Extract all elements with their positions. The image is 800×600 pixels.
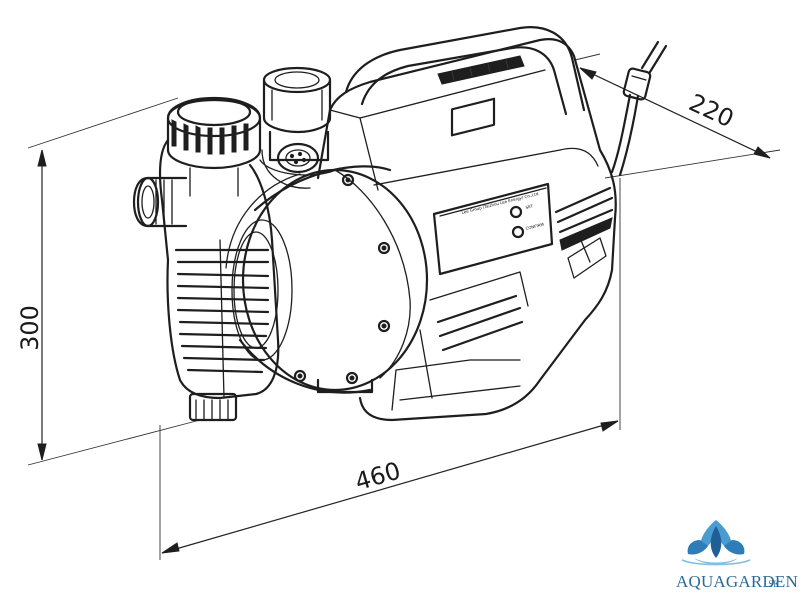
brand-suffix: .SK [766, 579, 780, 589]
confirm-button[interactable] [511, 225, 525, 239]
pump-head [158, 138, 280, 400]
confirm-button-label: CONFIRM [525, 221, 545, 230]
drain-plug [188, 392, 238, 422]
dimension-height-label: 300 [16, 305, 44, 351]
aquagarden-logo: AQUAGARDEN .SK [676, 520, 798, 591]
pressure-gauge [261, 142, 320, 189]
dimension-lines [27, 53, 781, 560]
inlet-port [132, 176, 188, 228]
power-plug [610, 40, 668, 177]
motor-housing [316, 38, 617, 422]
outlet-port [259, 66, 341, 176]
pump-chamber [225, 165, 429, 394]
set-button-label: SET [525, 203, 534, 210]
set-button[interactable] [509, 205, 523, 219]
control-panel: Lee Group (Taizhou Lee Energy) Co.,Ltd. … [432, 97, 554, 276]
brand-name: AQUAGARDEN [676, 572, 798, 591]
dimension-length-label: 460 [352, 457, 404, 497]
lotus-icon [681, 520, 751, 566]
pump-illustration: Lee Group (Taizhou Lee Energy) Co.,Ltd. … [132, 26, 668, 422]
carry-handle [344, 26, 586, 116]
filter-cap [166, 96, 262, 197]
dimension-depth-label: 220 [685, 88, 738, 133]
display-screen [450, 97, 496, 137]
